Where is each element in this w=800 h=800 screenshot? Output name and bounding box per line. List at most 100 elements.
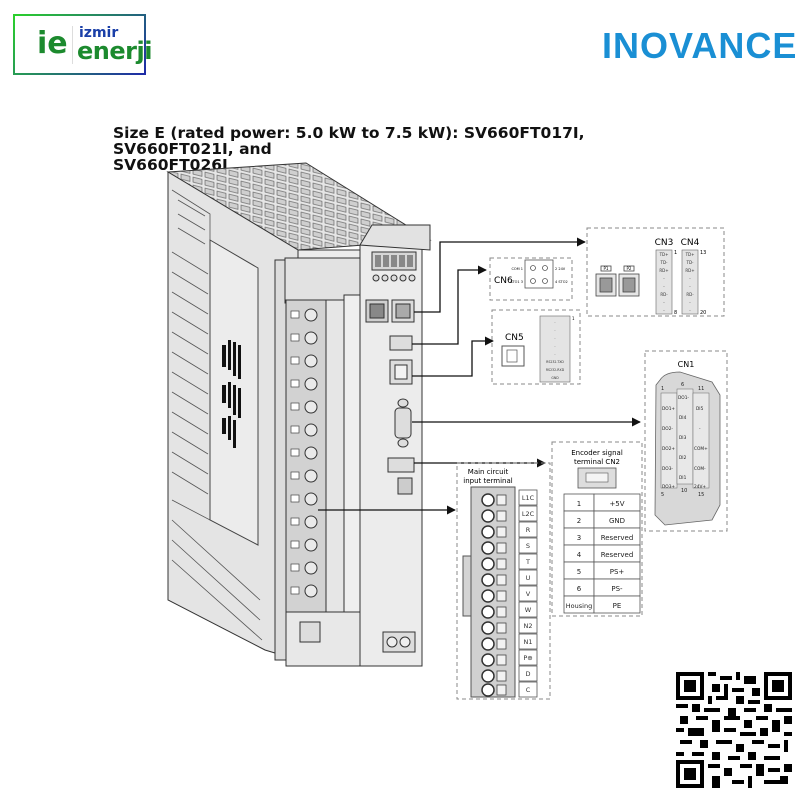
cn1-pin: DO2+ [662,446,675,452]
cn6-callout: CN6 COM 1 STO1 3 2 24V 4 STO2 [489,257,573,301]
cn4-pin: TD+ [685,252,695,257]
cn2-signal: PS- [611,585,623,593]
cn4-pin: TD- [686,260,695,265]
terminal-label: P⊕ [523,654,532,662]
main-terminal-title-2: input terminal [463,477,513,485]
terminal-label: N1 [524,638,533,646]
cn3-pin-start: 1 [674,250,677,256]
cn4-pin: - [689,308,691,313]
logo-text-enerji: enerji [77,37,152,65]
cn3-label: CN3 [655,238,674,248]
cn1-col2-start: 6 [681,382,684,388]
cn4-pin: - [689,276,691,281]
cn1-pin: DI4 [679,415,687,421]
cn2-title-2: terminal CN2 [574,458,620,466]
cn2-signal: GND [609,517,625,525]
cn1-pin: - [699,427,701,432]
cn6-pin-sto1: STO1 3 [510,280,523,284]
cn2-table [563,493,641,614]
cn2-signal: +5V [609,500,624,508]
cn4-pin-start: 13 [700,250,706,256]
cn1-pin: DO1- [678,395,689,401]
cn3-pin-end: 8 [674,310,677,316]
servo-drive-body [166,162,432,667]
diagram-title: Size E (rated power: 5.0 kW to 7.5 kW): … [113,125,653,173]
cn5-callout: CN5 - - - - - RS232-TXD RS232-RXD GND 1 [491,309,581,385]
cn5-pin: - [554,328,555,332]
cn3-pin: TD- [660,260,669,265]
qr-code[interactable] [676,672,792,788]
cn5-pin: RS232-TXD [546,360,564,364]
cn5-pin: RS232-RXD [546,368,565,372]
cn3-pin: RD+ [659,268,668,273]
terminal-label: S [526,542,530,550]
terminal-label: C [526,686,531,694]
title-line-2: SV660FT026I [113,156,228,174]
cn4-pin: - [689,284,691,289]
cn2-signal: Reserved [601,534,634,542]
terminal-label: T [525,558,530,566]
cn1-col3-start: 11 [698,386,704,392]
cn3-pin: - [663,284,665,289]
cn1-pin: DI2 [679,455,687,461]
terminal-label: R [526,526,531,534]
cn2-pin-no: 5 [577,568,581,576]
cn1-pin: DI1 [679,475,687,481]
terminal-label: W [525,606,532,614]
seven-segment-display [375,255,413,267]
cn3-pin: RD- [660,292,668,297]
cn1-col2-end: 10 [681,488,687,494]
cn1-pin: DI5 [696,406,704,412]
main-terminal-title-1: Main circuit [468,468,509,476]
cn5-pin: GND [551,376,559,380]
cn1-col3-end: 15 [698,492,704,498]
cn3-cn4-callout: P1 P2 CN3 CN4 TD+ TD- RD+ - - RD- - - TD… [586,227,725,317]
drive-terminal-screws [290,308,318,598]
cn1-label: CN1 [678,360,695,369]
cn5-pin: - [554,320,555,324]
cn1-pin: 24V+ [694,484,706,490]
cn2-signal: Reserved [601,551,634,559]
cn1-pin: DO1+ [662,406,675,412]
terminal-label: V [526,590,531,598]
terminal-label: N2 [524,622,533,630]
cn34-port-p1: P1 [604,266,609,271]
cn1-pin: DI3 [679,435,687,441]
izmir-enerji-logo: ie izmir enerji [13,14,152,75]
cn1-col1-end: 5 [661,492,664,498]
cn5-pin-start: 1 [572,316,575,321]
inovance-logo: INOVANCE [602,25,798,66]
cn3-pin: - [663,300,665,305]
cn2-signal: PS+ [610,568,625,576]
cn4-pin: RD+ [685,268,694,273]
cn1-pin: DO2- [662,426,673,432]
logo-text-izmir: izmir [79,25,119,41]
cn1-callout: CN1 1 5 6 10 11 15 DO1+ DO2- DO2+ DO3- D… [644,350,728,532]
cn4-pin-end: 20 [700,310,706,316]
terminal-label: L1C [522,494,535,502]
cn4-pin: RD- [686,292,694,297]
cn1-pin: COM+ [694,446,708,452]
ie-logo-mark: ie [37,26,68,61]
terminal-label: L2C [522,510,535,518]
cn3-pin: TD+ [659,252,669,257]
cn2-pin-no: 6 [577,585,582,593]
cn4-label: CN4 [681,238,700,248]
cn1-pin: DO3+ [662,484,675,490]
logo-separator [72,26,73,64]
cn5-label: CN5 [505,333,524,343]
cn1-pin: DO3- [662,466,673,472]
cn5-pin: - [554,336,555,340]
panel-buttons [372,274,416,282]
cn2-title-1: Encoder signal [571,449,623,457]
cn6-pin-com: COM 1 [511,267,523,271]
cn5-pin: - [554,344,555,348]
cn2-pin-no: 4 [577,551,582,559]
main-terminal-callout: Main circuit input terminal L1C L2C [456,462,551,700]
cn2-pin-no: 2 [577,517,581,525]
cn6-label: CN6 [494,276,513,286]
cn2-pin-no: 1 [577,500,581,508]
cn4-pin: - [689,300,691,305]
